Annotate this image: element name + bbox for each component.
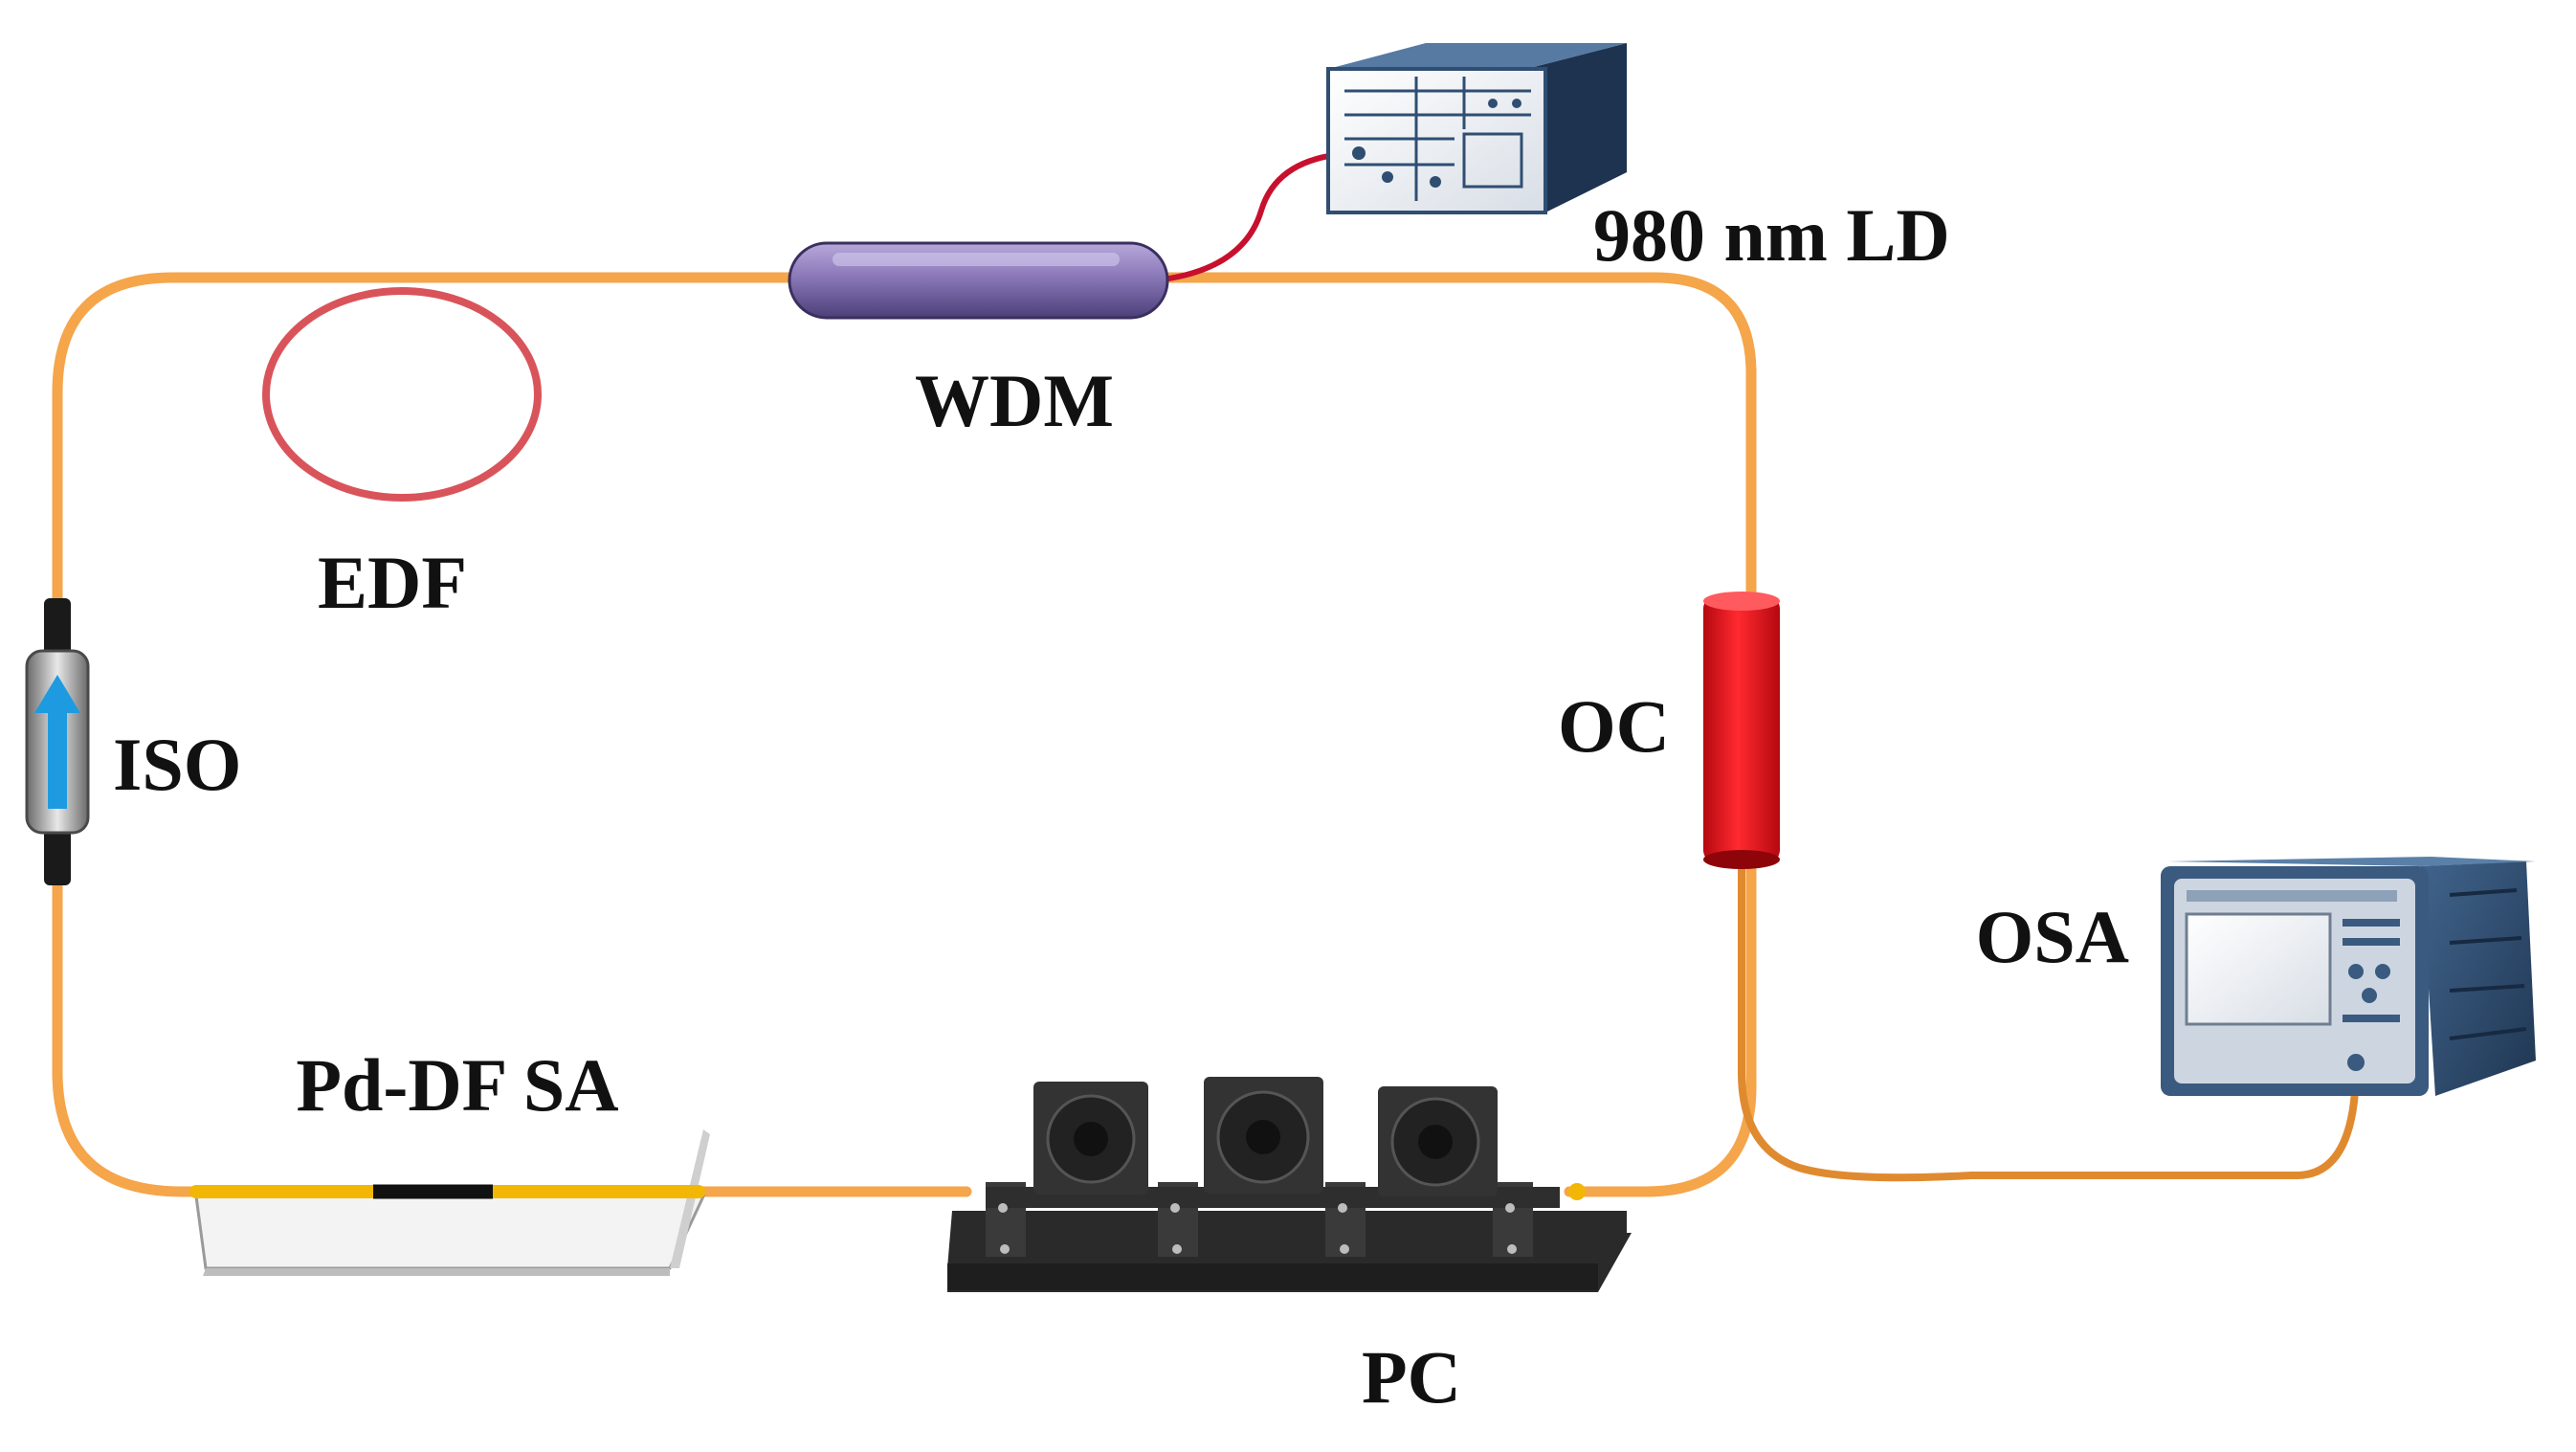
laser-diode-label: 980 nm LD xyxy=(1593,193,1950,277)
osa-label: OSA xyxy=(1976,895,2129,978)
pump-fiber xyxy=(1160,150,1366,282)
output-coupler xyxy=(1703,592,1780,869)
isolator-icon xyxy=(25,598,90,885)
optical-spectrum-analyzer-icon xyxy=(2161,857,2536,1096)
saturable-absorber xyxy=(189,1129,710,1276)
wdm-label: WDM xyxy=(915,359,1114,442)
wdm-coupler xyxy=(788,241,1169,320)
edf-coil xyxy=(262,287,542,502)
pc-label: PC xyxy=(1362,1335,1461,1418)
iso-label: ISO xyxy=(113,723,241,806)
sa-label: Pd-DF SA xyxy=(296,1043,618,1127)
oc-label: OC xyxy=(1558,684,1670,768)
polarization-controller-icon xyxy=(947,1077,1632,1292)
output-fiber xyxy=(1738,858,2360,1182)
fiber-ring xyxy=(52,272,1757,1197)
laser-diode-source-icon xyxy=(1326,43,1627,214)
edf-label: EDF xyxy=(318,541,467,624)
